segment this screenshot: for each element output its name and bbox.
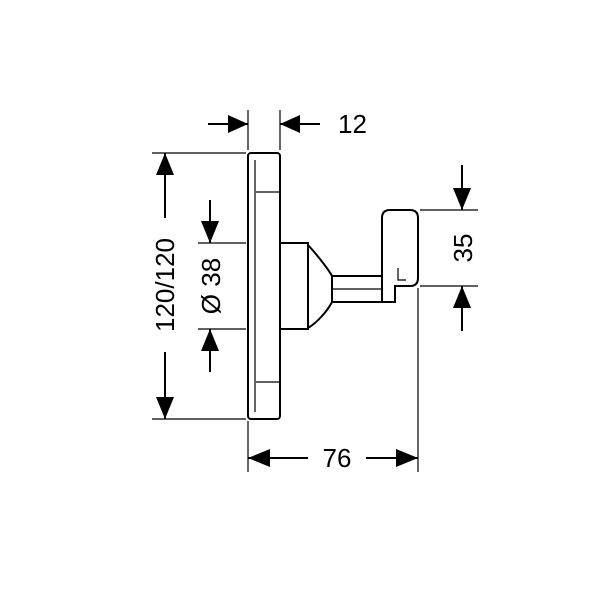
dimension-label-12: 12	[338, 109, 367, 139]
arrow-down-icon	[201, 221, 219, 243]
dimension-depth: 76	[247, 288, 419, 473]
arrow-right-icon	[396, 449, 418, 467]
dimension-hook-height: 35	[420, 165, 478, 331]
hook-arm	[331, 275, 383, 303]
arrow-down-icon	[156, 397, 174, 419]
dimension-wall-thickness: 12	[208, 109, 367, 150]
wall-plate	[247, 152, 281, 420]
dimension-label-76: 76	[323, 443, 352, 473]
dimension-label-diameter-38: Ø 38	[196, 258, 226, 314]
arrow-left-icon	[248, 449, 270, 467]
arrow-up-icon	[453, 286, 471, 308]
arrow-up-icon	[201, 329, 219, 351]
arrow-down-icon	[453, 188, 471, 210]
dimension-plate-size: 120/120	[150, 152, 246, 420]
mounting-stem	[279, 242, 333, 330]
dimension-stem-diameter: Ø 38	[196, 200, 246, 372]
arrow-up-icon	[156, 153, 174, 175]
arrow-left-icon	[280, 115, 300, 133]
dimension-label-120-120: 120/120	[150, 238, 180, 332]
hook-tip	[381, 209, 419, 303]
dimension-label-35: 35	[448, 234, 478, 263]
arrow-right-icon	[228, 115, 248, 133]
